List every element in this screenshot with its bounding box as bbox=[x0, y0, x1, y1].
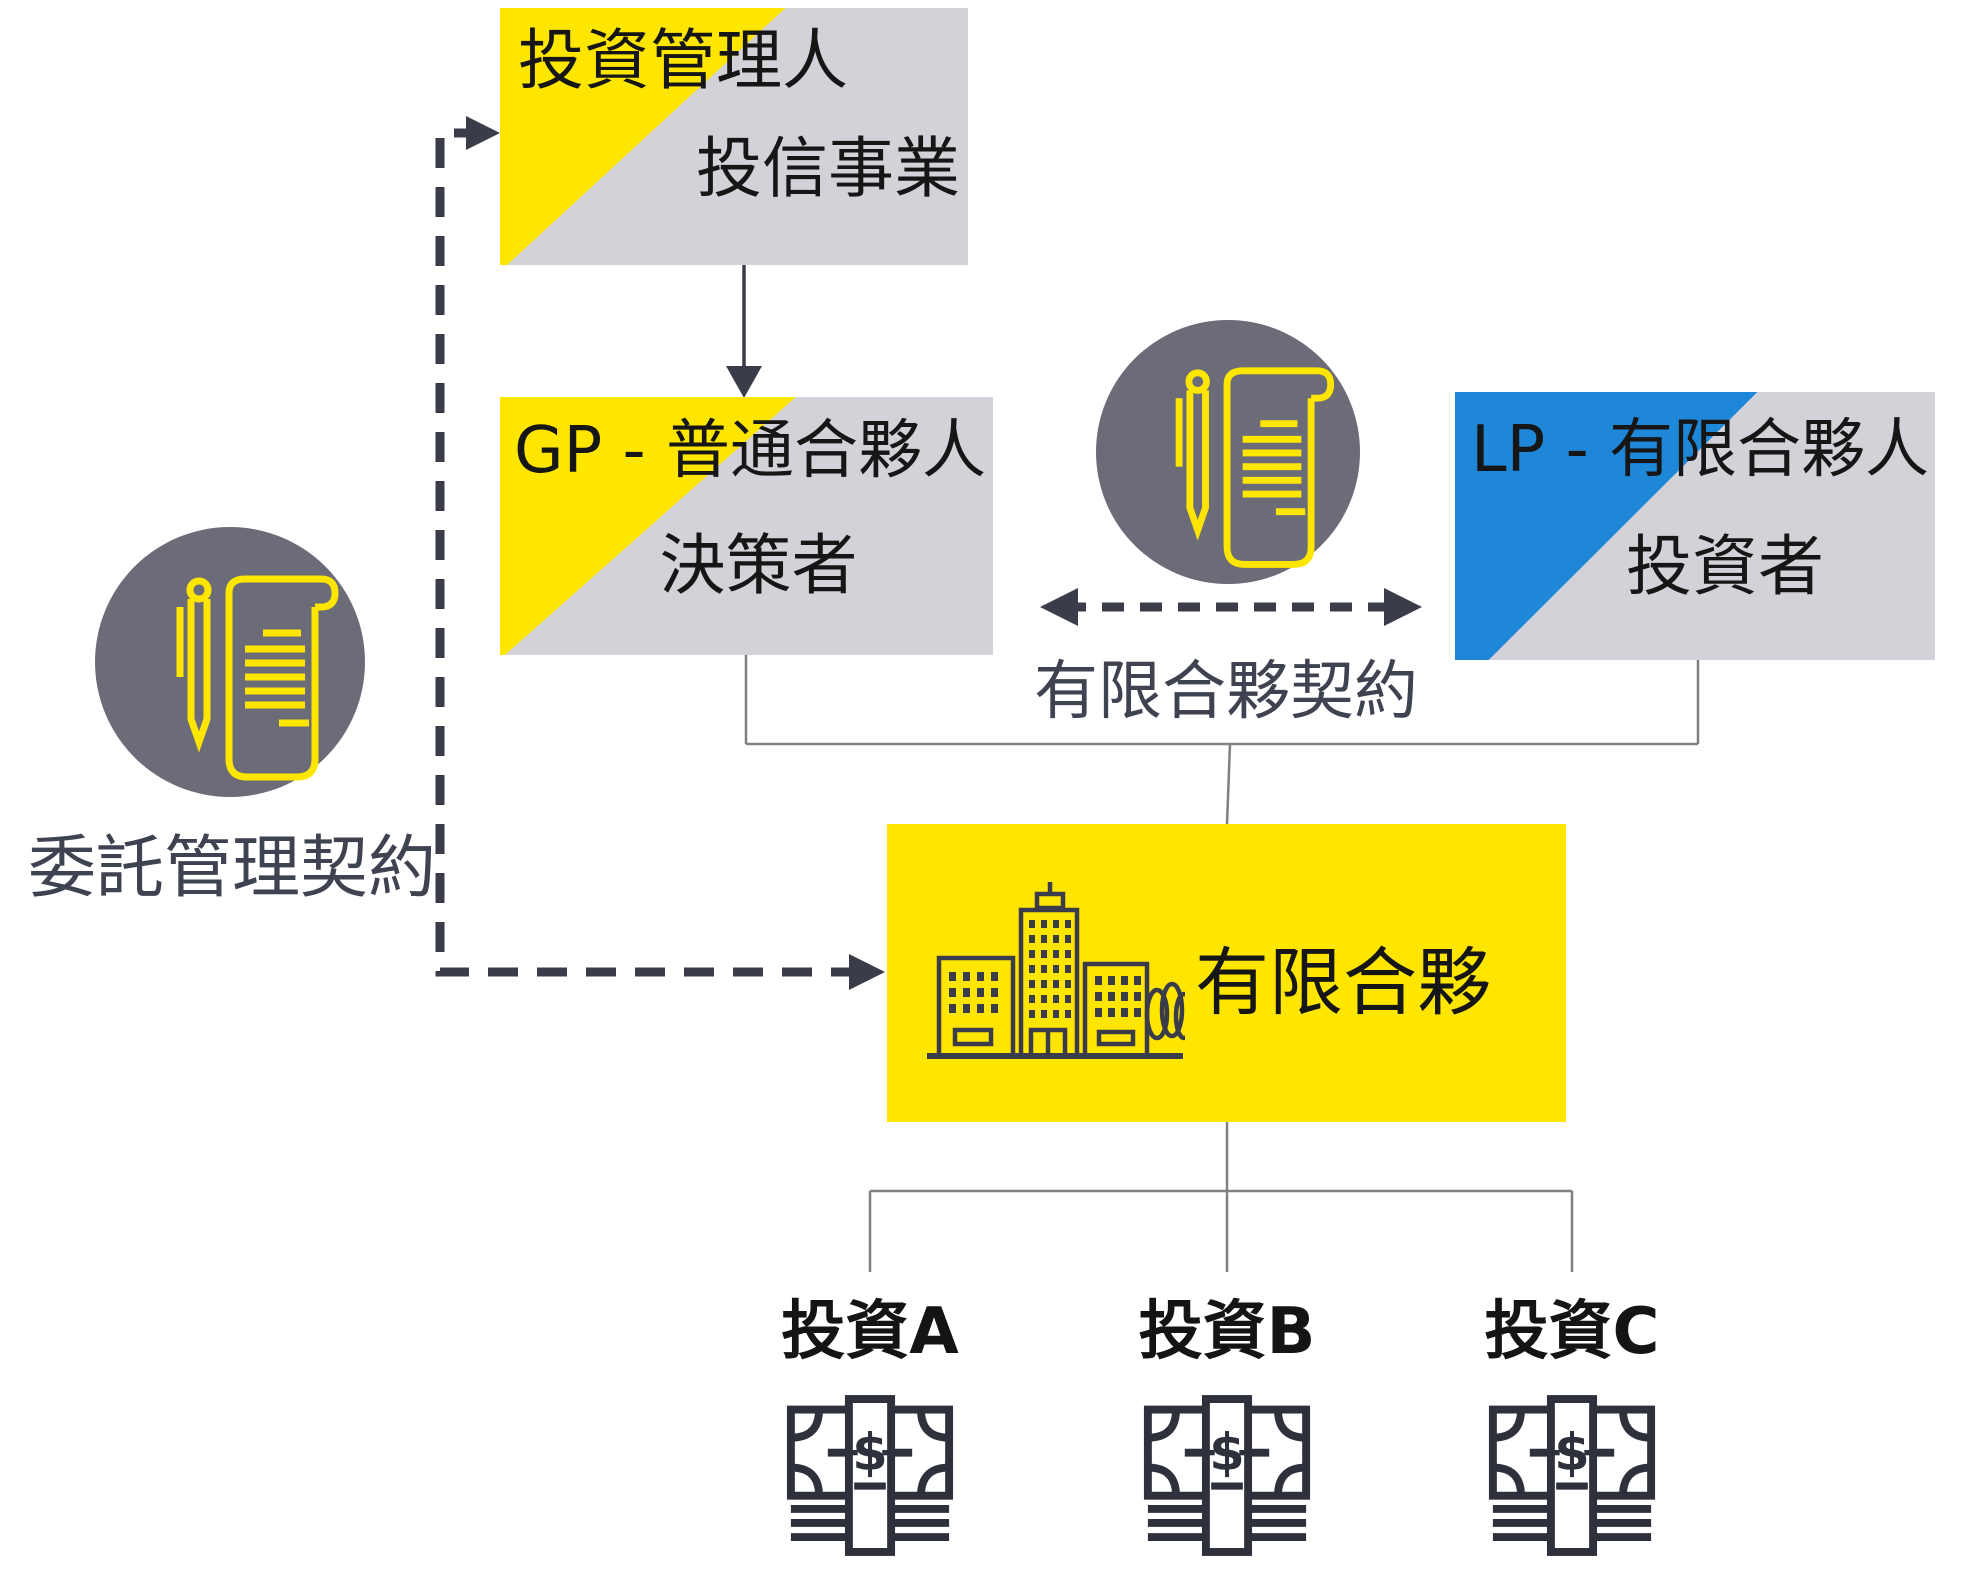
arrow-head-right-icon bbox=[466, 116, 500, 150]
tree-icon bbox=[1159, 981, 1185, 1039]
money-stack-icon-wrap: $ bbox=[782, 1392, 958, 1559]
dollar-sign: $ bbox=[1554, 1423, 1589, 1482]
money-stack-icon-wrap: $ bbox=[1139, 1392, 1315, 1559]
scroll-contract-icon bbox=[95, 527, 365, 797]
bill-corner-arc bbox=[790, 1463, 823, 1496]
tree-icon bbox=[1144, 987, 1170, 1041]
money-stack-icon-wrap: $ bbox=[1484, 1392, 1660, 1559]
lp-title: LP - 有限合夥人 bbox=[1471, 413, 1930, 487]
investment-manager-subtitle: 投信事業 bbox=[696, 130, 960, 207]
dollar-sign: $ bbox=[1209, 1423, 1244, 1482]
limited-partnership-title: 有限合夥 bbox=[1195, 940, 1491, 1026]
arrow-head-right-icon bbox=[1384, 588, 1422, 626]
scroll-top-roll bbox=[1223, 367, 1335, 402]
tree-icon bbox=[1173, 991, 1185, 1041]
scroll-paper bbox=[225, 593, 319, 781]
lp-agreement-double-arrow bbox=[1040, 588, 1422, 626]
building-windows bbox=[949, 920, 1141, 1018]
limited-partnership-box: 有限合夥 bbox=[887, 824, 1566, 1122]
scroll-top-roll bbox=[225, 575, 339, 611]
tree-connectors bbox=[744, 655, 1700, 1272]
management-contract-dashed-path bbox=[435, 116, 885, 990]
gp-title: GP - 普通合夥人 bbox=[514, 414, 986, 488]
gp-subtitle: 決策者 bbox=[659, 527, 858, 604]
gp-box: GP - 普通合夥人 決策者 bbox=[500, 397, 993, 655]
buildings-icon-wrap bbox=[925, 880, 1185, 1060]
bill-corner-arc bbox=[917, 1409, 950, 1442]
band-dot bbox=[882, 1450, 888, 1456]
lp-box: LP - 有限合夥人 投資者 bbox=[1455, 392, 1935, 660]
door-left bbox=[952, 1027, 994, 1047]
pen-top-loop bbox=[1185, 369, 1210, 394]
pen-icon bbox=[187, 599, 211, 753]
dollar-sign: $ bbox=[852, 1423, 887, 1482]
arrow-head-down-icon bbox=[726, 366, 762, 398]
join-to-partnership-connector bbox=[1225, 743, 1232, 825]
band-dot bbox=[852, 1450, 858, 1456]
dashed-path bbox=[435, 128, 852, 977]
bill-corner-arc bbox=[917, 1463, 950, 1496]
investment-b-label: 投資B bbox=[1138, 1295, 1316, 1369]
scroll-paper bbox=[1223, 384, 1315, 568]
investment-c-label: 投資C bbox=[1484, 1295, 1660, 1369]
money-stack-icon: $ bbox=[1488, 1395, 1656, 1556]
investment-a-label: 投資A bbox=[781, 1295, 959, 1369]
arrow-head-right-icon bbox=[849, 954, 885, 990]
management-contract-label: 委託管理契約 bbox=[28, 829, 437, 908]
lp-subtitle: 投資者 bbox=[1626, 528, 1824, 605]
money-stack-icon: $ bbox=[786, 1395, 954, 1556]
bill-corner-arc bbox=[790, 1409, 823, 1442]
door-right bbox=[1096, 1029, 1136, 1047]
tower-roof-box bbox=[1034, 891, 1066, 911]
money-stack-icon: $ bbox=[1143, 1395, 1311, 1556]
investment-manager-title: 投資管理人 bbox=[518, 22, 848, 99]
arrow-head-left-icon bbox=[1040, 588, 1078, 626]
pen-top-loop bbox=[186, 577, 212, 603]
buildings-icon bbox=[927, 882, 1185, 1059]
management-contract-icon-wrap bbox=[95, 527, 365, 797]
bill-band bbox=[844, 1395, 896, 1556]
investment-manager-box: 投資管理人 投信事業 bbox=[500, 8, 968, 265]
partnership-agreement-icon-wrap bbox=[1096, 320, 1360, 584]
pen-icon bbox=[1186, 390, 1209, 541]
manager-to-gp-arrow bbox=[726, 265, 762, 398]
lp-agreement-label: 有限合夥契約 bbox=[1034, 655, 1418, 729]
scroll-contract-icon bbox=[1096, 320, 1360, 584]
